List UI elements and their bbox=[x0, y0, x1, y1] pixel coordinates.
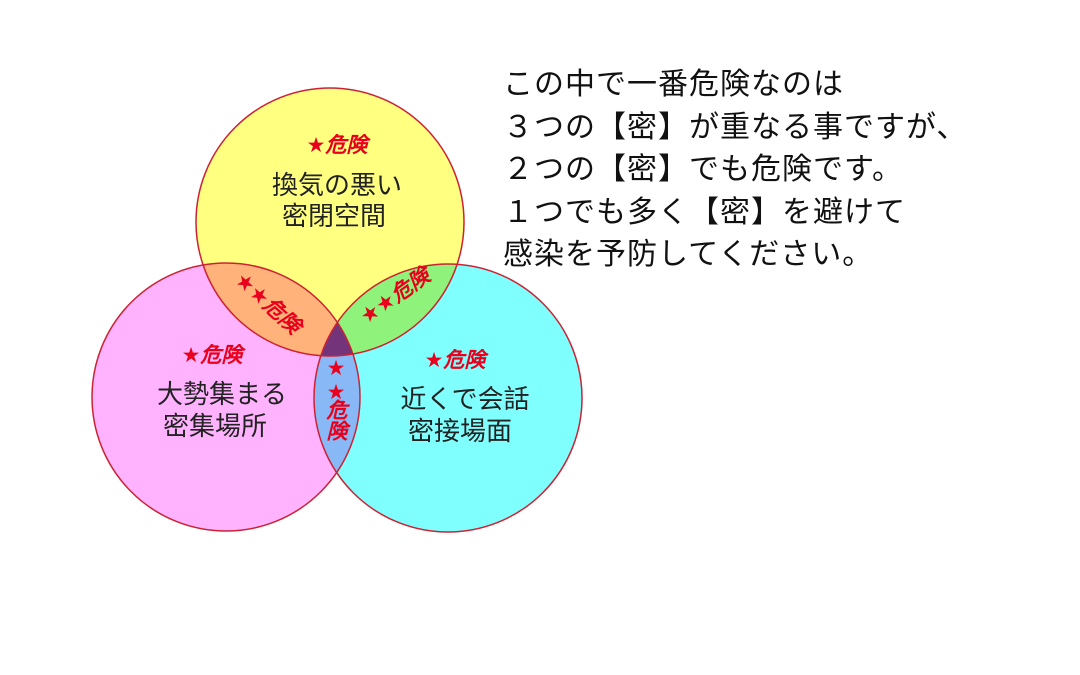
explanation-line-2: ３つの【密】が重なる事ですが、 bbox=[503, 109, 968, 145]
explanation-line-4: １つでも多く【密】を避けて bbox=[503, 194, 906, 230]
overlap-top-left bbox=[196, 263, 360, 356]
right-danger-label: ★危険 bbox=[425, 348, 490, 372]
top-label-line1: 換気の悪い bbox=[272, 171, 402, 201]
left-right-overlap-danger: ★★ 危険 bbox=[323, 356, 349, 441]
left-danger-label: ★危険 bbox=[182, 343, 247, 367]
overlap-top-right bbox=[314, 264, 464, 356]
explanation-line-5: 感染を予防してください。 bbox=[503, 237, 874, 272]
explanation-text: この中で一番危険なのは ３つの【密】が重なる事ですが、 ２つの【密】でも危険です… bbox=[503, 64, 1043, 277]
top-label-line2: 密閉空間 bbox=[282, 202, 386, 232]
left-label-line2: 密集場所 bbox=[163, 412, 267, 442]
right-label-line2: 密接場面 bbox=[408, 417, 512, 447]
left-label-line1: 大勢集まる bbox=[157, 380, 287, 410]
left-right-overlap-stars: ★★ bbox=[324, 356, 348, 404]
explanation-line-1: この中で一番危険なのは bbox=[503, 67, 844, 102]
explanation-line-3: ２つの【密】でも危険です。 bbox=[503, 152, 903, 187]
right-label-line1: 近くで会話 bbox=[400, 385, 529, 415]
top-danger-label: ★危険 bbox=[307, 133, 372, 157]
left-right-overlap-word: 危険 bbox=[323, 398, 349, 441]
